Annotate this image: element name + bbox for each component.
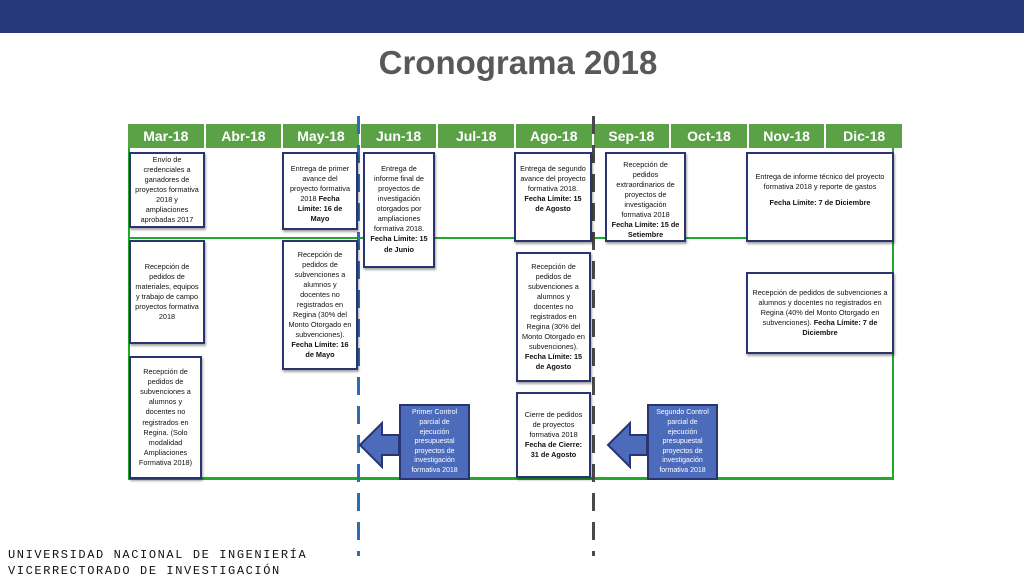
first-control-box: Primer Control parcial de ejecución pres… <box>399 404 470 480</box>
task-box-subsidies-may: Recepción de pedidos de subvenciones a a… <box>282 240 358 370</box>
task-text: Entrega de primer avance del proyecto fo… <box>289 164 351 224</box>
month-mar: Mar-18 <box>128 124 206 148</box>
page-title: Cronograma 2018 <box>378 44 658 81</box>
task-text: Recepción de pedidos de subvenciones a a… <box>752 287 888 338</box>
task-text: Entrega de informe técnico del proyecto … <box>755 172 885 192</box>
task-text: Envío de credenciales a ganadores de pro… <box>135 154 199 225</box>
task-box-first-advance: Entrega de primer avance del proyecto fo… <box>282 152 358 230</box>
control-text: Primer Control parcial de ejecución pres… <box>411 409 458 475</box>
task-text: Recepción de pedidos de subvenciones a a… <box>288 249 352 360</box>
footer-university: UNIVERSIDAD NACIONAL DE INGENIERÍA <box>8 548 308 562</box>
task-box-credentials: Envío de credenciales a ganadores de pro… <box>129 152 205 228</box>
task-text: Entrega de informe final de proyectos de… <box>370 164 428 254</box>
task-text: Recepción de pedidos de subvenciones a a… <box>522 261 585 372</box>
task-box-technical-report: Entrega de informe técnico del proyecto … <box>746 152 894 242</box>
left-arrow-icon <box>358 420 400 470</box>
second-control-line <box>592 116 595 556</box>
second-control-box: Segundo Control parcial de ejecución pre… <box>647 404 718 480</box>
task-box-subsidies-november: Recepción de pedidos de subvenciones a a… <box>746 272 894 354</box>
first-control-line <box>357 116 360 556</box>
task-box-subsidies-august: Recepción de pedidos de subvenciones a a… <box>516 252 591 382</box>
task-box-final-report-june: Entrega de informe final de proyectos de… <box>363 152 435 268</box>
month-bar: Mar-18 Abr-18 May-18 Jun-18 Jul-18 Ago-1… <box>128 124 902 148</box>
footer-vicerrectorado: VICERRECTORADO DE INVESTIGACIÓN <box>8 564 281 578</box>
month-nov: Nov-18 <box>748 124 827 148</box>
task-text: Recepción de pedidos extraordinarios de … <box>611 160 680 240</box>
task-box-extraordinary: Recepción de pedidos extraordinarios de … <box>605 152 686 242</box>
task-text: Recepción de pedidos de materiales, equi… <box>135 261 199 322</box>
header-bar <box>0 0 1024 33</box>
month-may: May-18 <box>283 124 361 148</box>
task-box-second-advance: Entrega de segundo avance del proyecto f… <box>514 152 592 242</box>
month-abr: Abr-18 <box>205 124 284 148</box>
month-dic: Dic-18 <box>826 124 902 148</box>
task-box-subsidies-march: Recepción de pedidos de subvenciones a a… <box>129 356 202 479</box>
task-text: Cierre de pedidos de proyectos formativa… <box>524 409 583 460</box>
task-deadline: Fecha Límite: 7 de Diciembre <box>769 198 871 208</box>
month-sep: Sep-18 <box>593 124 672 148</box>
task-box-closing-august: Cierre de pedidos de proyectos formativa… <box>516 392 591 478</box>
month-jul: Jul-18 <box>438 124 516 148</box>
month-ago: Ago-18 <box>515 124 594 148</box>
task-text: Recepción de pedidos de subvenciones a a… <box>138 367 193 467</box>
task-text: Entrega de segundo avance del proyecto f… <box>520 164 586 214</box>
left-arrow-icon <box>606 420 648 470</box>
month-oct: Oct-18 <box>671 124 749 148</box>
timeline-divider <box>128 237 894 239</box>
month-jun: Jun-18 <box>360 124 439 148</box>
control-text: Segundo Control parcial de ejecución pre… <box>656 409 709 475</box>
task-box-materials: Recepción de pedidos de materiales, equi… <box>129 240 205 344</box>
